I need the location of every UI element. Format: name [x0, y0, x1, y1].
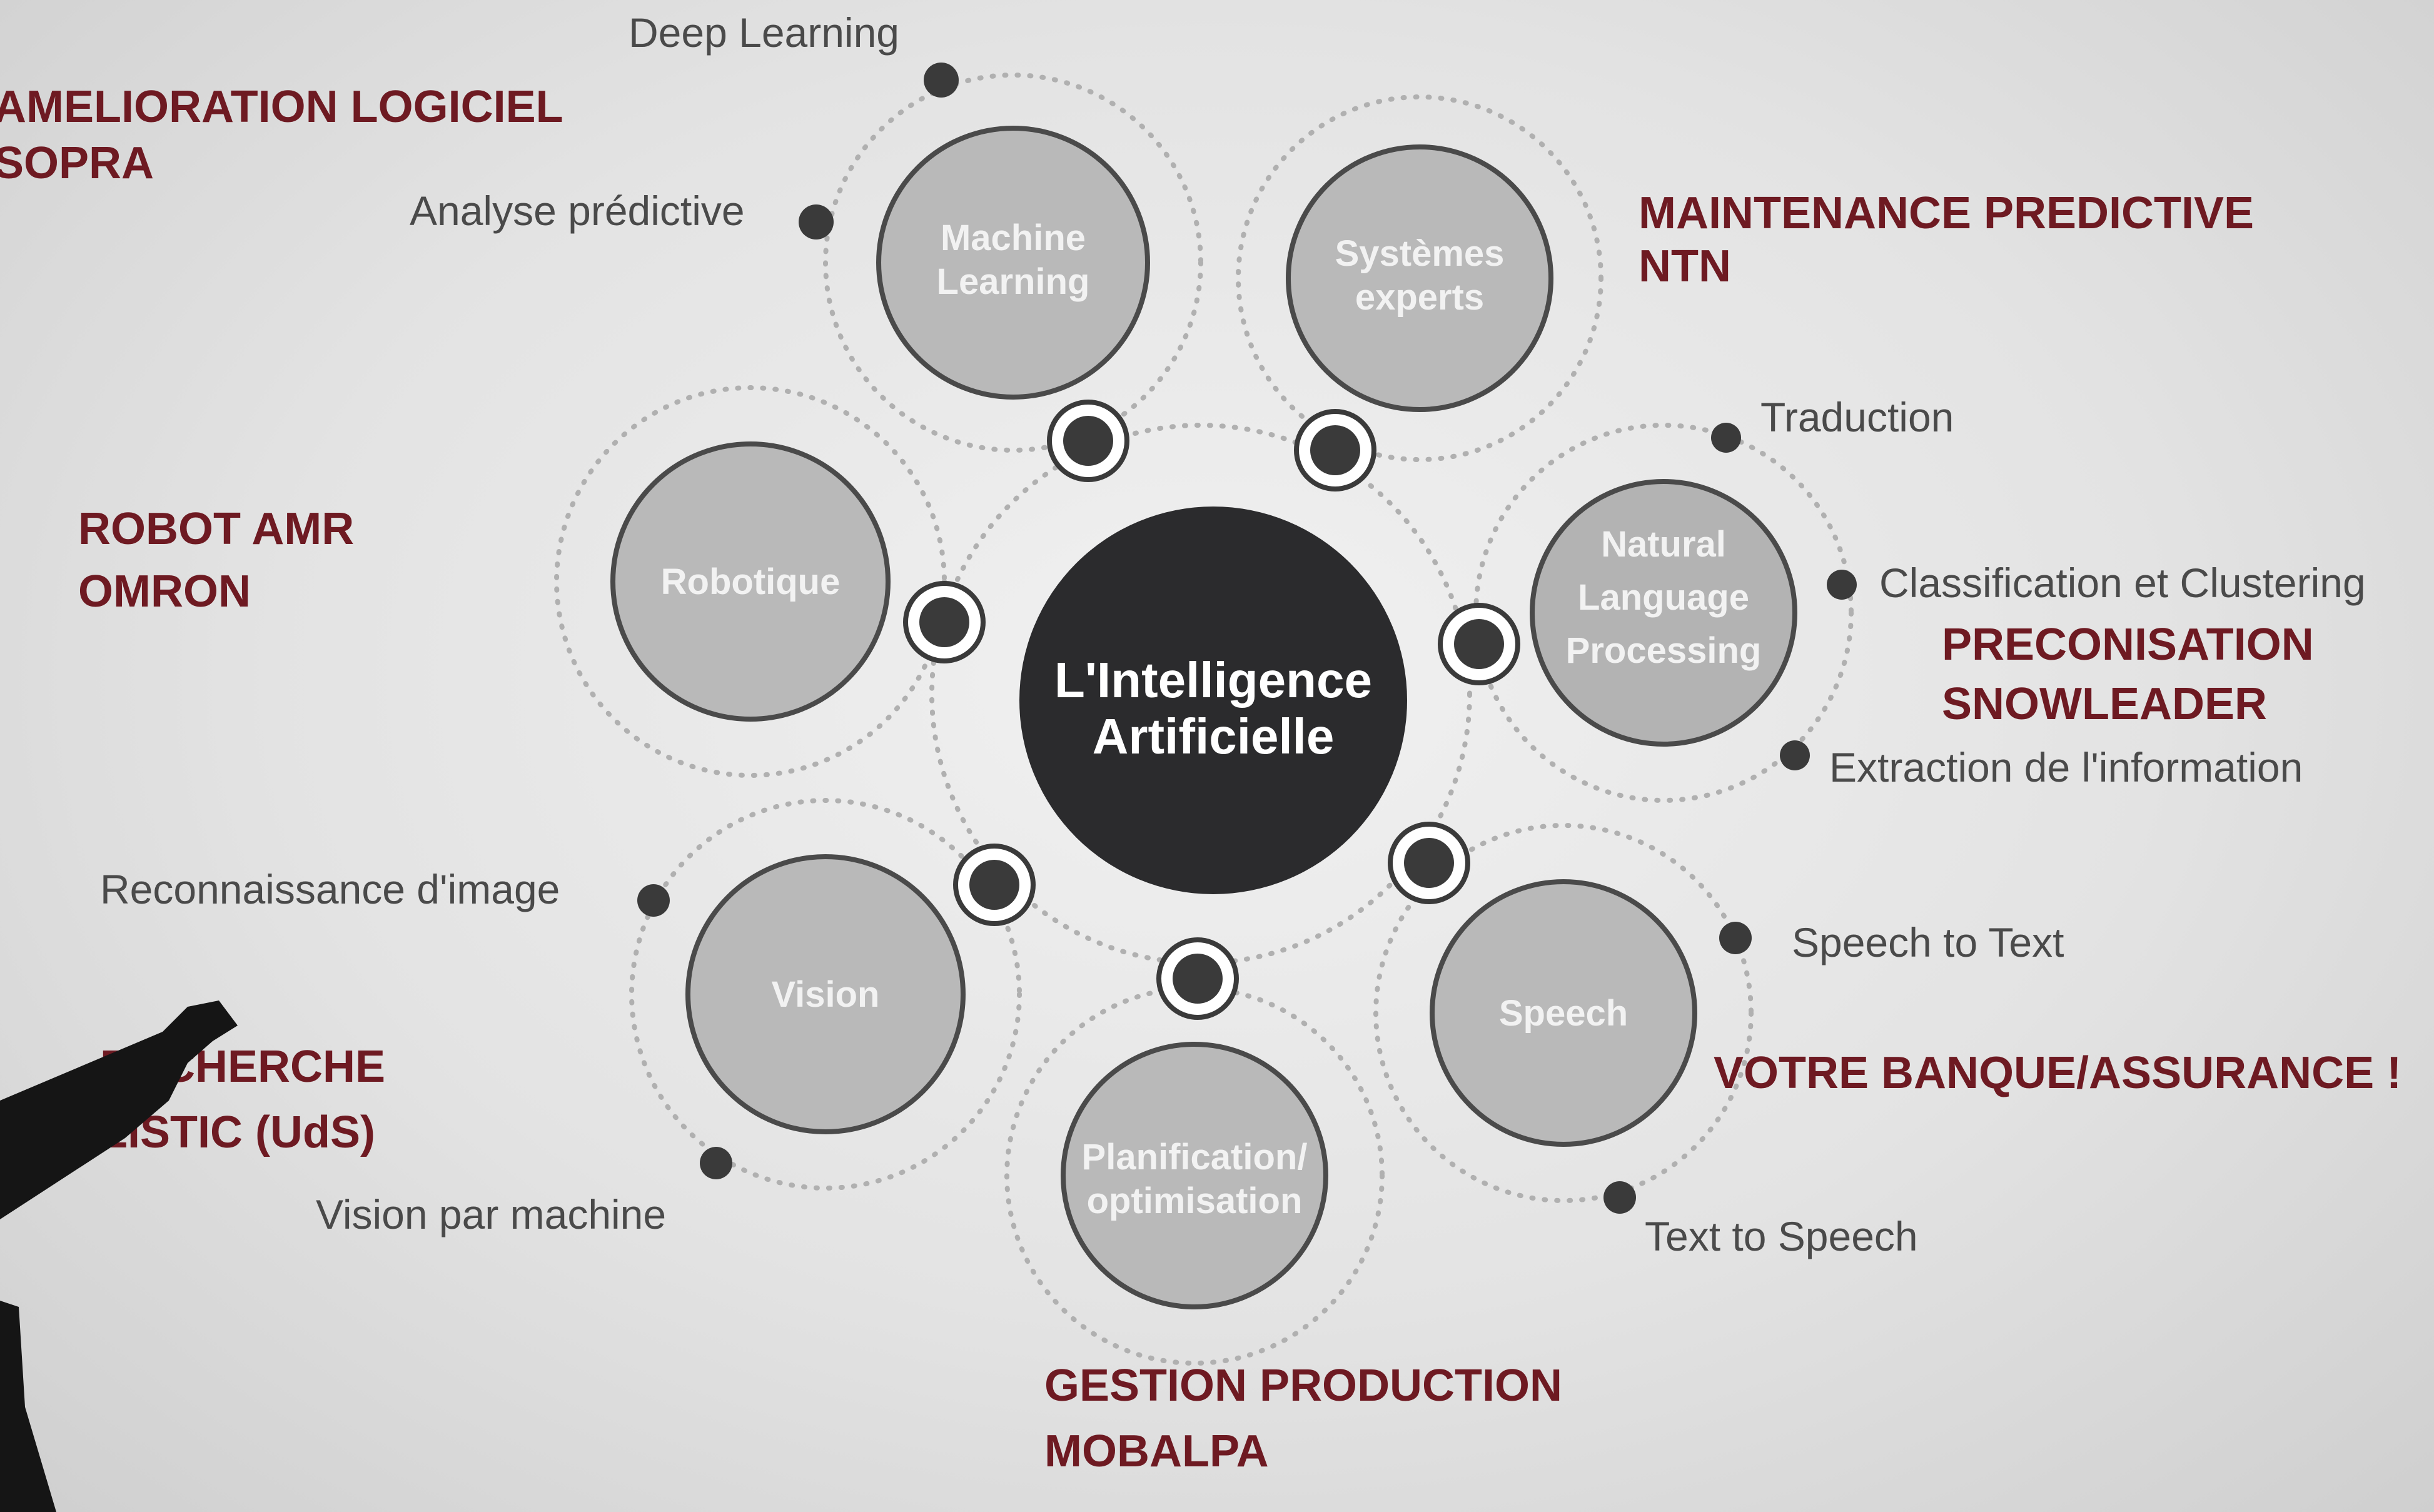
connector-node — [1156, 937, 1239, 1020]
svg-text:NTN: NTN — [1639, 241, 1731, 291]
svg-text:experts: experts — [1355, 277, 1484, 318]
sub-label-text-to-speech: Text to Speech — [1645, 1213, 1918, 1259]
company-maintenance-predictive: MAINTENANCE PREDICTIVE NTN — [1639, 188, 2254, 291]
center-title-line2: Artificielle — [1093, 708, 1335, 764]
connector-node — [953, 844, 1036, 926]
svg-text:optimisation: optimisation — [1087, 1181, 1303, 1221]
svg-text:MOBALPA: MOBALPA — [1044, 1426, 1269, 1476]
central-orbit-ring — [929, 423, 1472, 965]
svg-text:Learning: Learning — [937, 261, 1090, 302]
sub-label-reconnaissance-image: Reconnaissance d'image — [100, 866, 560, 912]
svg-text:ROBOT AMR: ROBOT AMR — [78, 504, 354, 554]
ring-planification — [1004, 985, 1385, 1366]
svg-text:PRECONISATION: PRECONISATION — [1942, 620, 2314, 670]
sub-label-deep-learning: Deep Learning — [629, 9, 899, 56]
svg-text:Machine: Machine — [941, 218, 1086, 258]
connector-node — [903, 581, 986, 663]
spoke-systemes-experts: Systèmes experts — [1286, 144, 1553, 412]
spoke-robotique: Robotique — [610, 441, 891, 722]
sub-label-analyse-predictive: Analyse prédictive — [410, 188, 745, 234]
company-amelioration-logiciel: AMELIORATION LOGICIEL SOPRA — [0, 82, 563, 188]
spoke-nlp: Natural Language Processing — [1530, 479, 1797, 747]
svg-text:SOPRA: SOPRA — [0, 138, 154, 188]
connector-node — [1294, 409, 1376, 491]
svg-text:GESTION PRODUCTION: GESTION PRODUCTION — [1044, 1361, 1562, 1411]
svg-text:Planification/: Planification/ — [1082, 1137, 1308, 1177]
svg-text:Language: Language — [1578, 577, 1749, 618]
svg-text:LISTIC (UdS): LISTIC (UdS) — [100, 1107, 375, 1157]
svg-text:SNOWLEADER: SNOWLEADER — [1942, 679, 2267, 729]
ring-speech — [1373, 823, 1754, 1203]
spoke-speech: Speech — [1430, 879, 1697, 1147]
center-node: L'Intelligence Artificielle — [1019, 507, 1407, 894]
company-recherche: RECHERCHE LISTIC (UdS) — [100, 1042, 385, 1157]
sub-label-classification: Classification et Clustering — [1879, 560, 2366, 606]
svg-text:Robotique: Robotique — [661, 562, 841, 602]
company-banque-assurance: VOTRE BANQUE/ASSURANCE ! — [1714, 1048, 2401, 1098]
connector-nodes — [903, 400, 1520, 1020]
sub-label-extraction: Extraction de l'information — [1829, 744, 2303, 790]
svg-text:Speech: Speech — [1499, 993, 1628, 1034]
connector-node — [1388, 822, 1470, 904]
svg-text:MAINTENANCE PREDICTIVE: MAINTENANCE PREDICTIVE — [1639, 188, 2254, 238]
connector-node — [1438, 603, 1520, 685]
svg-text:VOTRE BANQUE/ASSURANCE !: VOTRE BANQUE/ASSURANCE ! — [1714, 1048, 2401, 1098]
svg-text:Vision: Vision — [772, 974, 880, 1015]
center-title-line1: L'Intelligence — [1054, 652, 1372, 708]
company-preconisation: PRECONISATION SNOWLEADER — [1942, 620, 2314, 729]
company-robot-amr: ROBOT AMR OMRON — [78, 504, 354, 617]
ring-systemes-experts — [1236, 94, 1603, 462]
sub-label-vision-par-machine: Vision par machine — [316, 1191, 666, 1237]
spoke-vision: Vision — [685, 854, 966, 1134]
svg-text:Systèmes: Systèmes — [1335, 233, 1505, 274]
ring-machine-learning — [823, 73, 1203, 453]
svg-text:OMRON: OMRON — [78, 567, 251, 617]
svg-text:Processing: Processing — [1566, 630, 1762, 671]
connector-node — [1047, 400, 1129, 482]
svg-text:AMELIORATION LOGICIEL: AMELIORATION LOGICIEL — [0, 82, 563, 132]
sub-label-traduction: Traduction — [1760, 394, 1954, 440]
spoke-machine-learning: Machine Learning — [876, 126, 1150, 400]
sub-label-dots — [637, 63, 1857, 1214]
spoke-planification: Planification/ optimisation — [1061, 1042, 1328, 1309]
company-gestion-production: GESTION PRODUCTION MOBALPA — [1044, 1361, 1562, 1476]
sub-label-speech-to-text: Speech to Text — [1792, 919, 2064, 965]
ring-vision — [629, 798, 1022, 1191]
svg-text:Natural: Natural — [1601, 524, 1726, 565]
svg-text:RECHERCHE: RECHERCHE — [100, 1042, 385, 1092]
